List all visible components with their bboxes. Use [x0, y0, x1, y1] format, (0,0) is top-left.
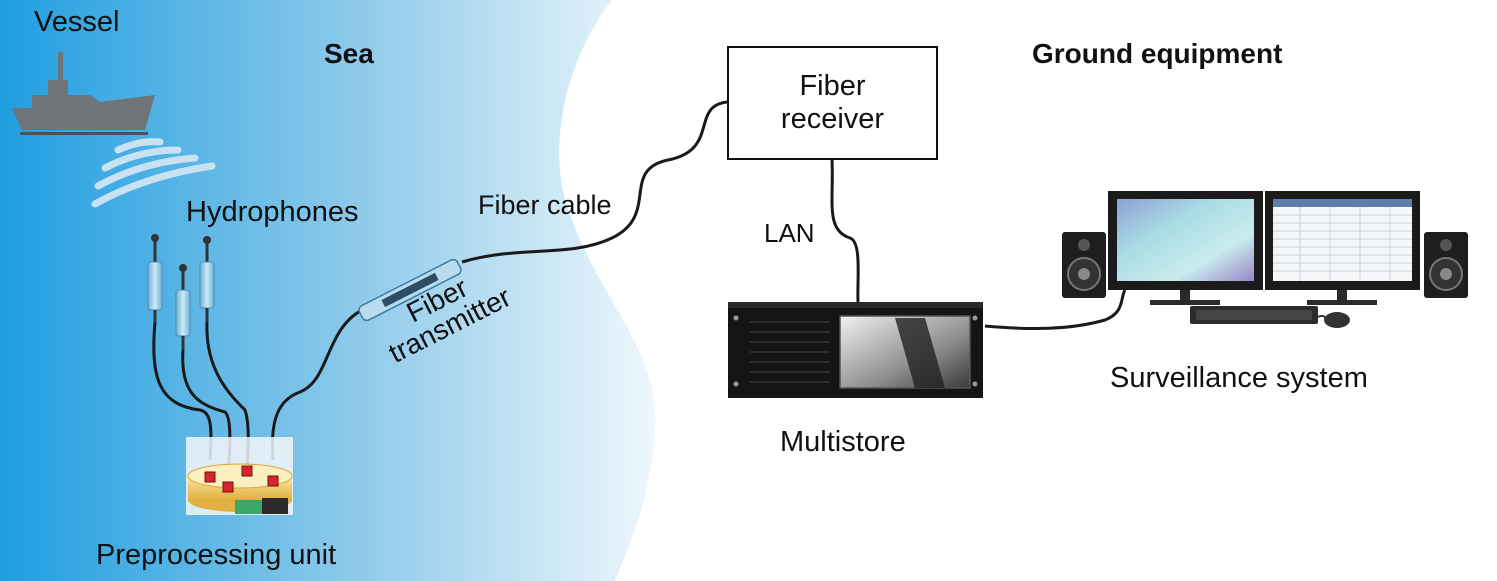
- sonar-wave-icon: [91, 138, 216, 208]
- sea-region: [0, 0, 656, 581]
- fiber-transmitter-icon: [358, 258, 462, 322]
- hydrophones-label: Hydrophones: [186, 196, 359, 228]
- hydrophone-icon: [175, 264, 191, 350]
- fiber-receiver-box: Fiber receiver: [727, 46, 938, 160]
- lan-label: LAN: [764, 218, 815, 248]
- keyboard-icon: [1190, 306, 1318, 324]
- ground-equipment-label: Ground equipment: [1032, 38, 1283, 69]
- hydrophone-icon: [147, 234, 163, 322]
- speaker-icon: [1062, 232, 1106, 298]
- sea-region-label: Sea: [324, 38, 374, 69]
- multistore-label: Multistore: [780, 426, 906, 458]
- fiber-cable-label: Fiber cable: [478, 190, 612, 220]
- fiber-cable-line: [461, 100, 729, 264]
- surveillance-system-label: Surveillance system: [1110, 362, 1368, 394]
- speaker-icon: [1424, 232, 1468, 298]
- fiber-receiver-line1: Fiber: [799, 69, 866, 102]
- hydrophone-icon: [199, 236, 215, 322]
- monitor-icon: [1265, 191, 1420, 305]
- surveillance-cable-line: [984, 289, 1127, 330]
- mouse-icon: [1317, 312, 1350, 328]
- preprocessing-unit-icon: [186, 437, 293, 515]
- lan-cable-line: [830, 159, 860, 303]
- monitor-icon: [1108, 191, 1263, 305]
- fiber-receiver-line2: receiver: [780, 103, 885, 135]
- vessel-icon: [12, 52, 155, 135]
- multistore-server-icon: [728, 302, 983, 398]
- vessel-label: Vessel: [34, 6, 120, 38]
- preprocessing-unit-label: Preprocessing unit: [96, 539, 337, 571]
